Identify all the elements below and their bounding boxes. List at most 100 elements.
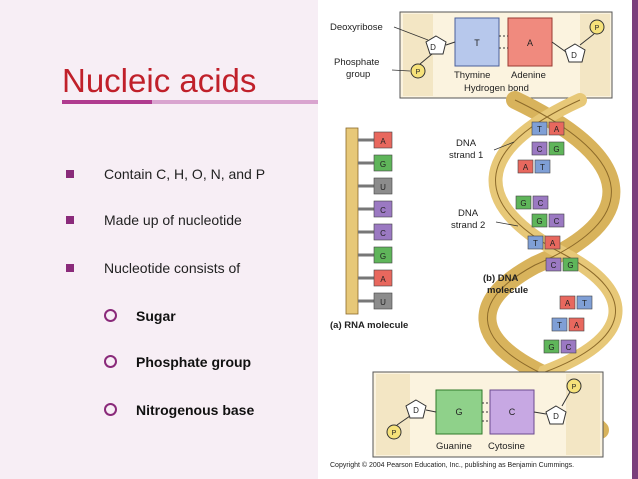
rna-base-G	[373, 154, 393, 172]
dna-base-T	[551, 317, 568, 332]
rna-base-label: C	[380, 229, 386, 238]
ring-bullet-icon	[104, 403, 117, 416]
rna-molecule-label: (a) RNA molecule	[330, 320, 408, 331]
dna-molecule-label: (b) DNA	[483, 273, 518, 284]
guanine-label: Guanine	[436, 441, 472, 452]
dna-strand-2-label: strand 2	[451, 220, 485, 231]
dna-base-label: A	[565, 299, 571, 308]
phosphate-group-label: group	[346, 69, 370, 80]
square-bullet-icon	[66, 170, 74, 178]
dna-base-C	[548, 213, 565, 228]
rna-base-C	[373, 223, 393, 241]
dna-base-T	[527, 235, 544, 250]
thymine-t-label: T	[474, 38, 480, 48]
title-underline	[62, 100, 152, 104]
dna-base-label: C	[566, 343, 572, 352]
dna-base-A	[568, 317, 585, 332]
top-inset: D D P P T A	[399, 11, 613, 99]
dna-base-label: G	[520, 199, 526, 208]
dna-base-T	[576, 295, 593, 310]
bullet-text: Contain C, H, O, N, and P	[104, 166, 266, 182]
bullet-text: Made up of nucleotide	[104, 212, 242, 228]
rna-base-label: A	[380, 275, 386, 284]
dna-base-label: C	[554, 217, 560, 226]
rna-base-A	[373, 131, 393, 149]
dna-base-label: C	[537, 145, 543, 154]
deoxyribose-d-label: D	[571, 51, 577, 60]
rna-base-A	[373, 269, 393, 287]
bottom-inset: G C P P D D Guanine Cytosine	[372, 371, 604, 458]
slide-title: Nucleic acids	[62, 62, 257, 99]
deoxyribose-label: Deoxyribose	[330, 22, 383, 33]
rna-base-U	[373, 177, 393, 195]
dna-base-A	[544, 235, 561, 250]
dna-base-G	[562, 257, 579, 272]
square-bullet-icon	[66, 216, 74, 224]
dna-base-C	[560, 339, 577, 354]
guanine-g-label: G	[455, 407, 462, 417]
dna-base-A	[517, 159, 534, 174]
dna-base-label: G	[567, 261, 573, 270]
dna-strand-2-label: DNA	[458, 208, 479, 219]
dna-base-T	[534, 159, 551, 174]
deoxyribose-d-label: D	[553, 412, 559, 421]
rna-base-G	[373, 246, 393, 264]
dna-double-helix	[478, 91, 623, 439]
phosphate-p-label: P	[416, 69, 421, 76]
dna-base-label: A	[550, 239, 556, 248]
dna-base-label: C	[538, 199, 544, 208]
title-underline-light	[152, 100, 318, 104]
dna-base-label: T	[537, 125, 542, 134]
dna-strand-1-label: strand 1	[449, 150, 483, 161]
dna-strand-1-label: DNA	[456, 138, 477, 149]
dna-base-label: A	[554, 125, 560, 134]
dna-base-label: A	[574, 321, 580, 330]
dna-base-C	[531, 141, 548, 156]
dna-base-C	[545, 257, 562, 272]
dna-base-label: A	[523, 163, 529, 172]
ring-bullet-icon	[104, 309, 117, 322]
dna-base-label: T	[557, 321, 562, 330]
rna-base-label: A	[380, 137, 386, 146]
adenine-a-label: A	[527, 38, 533, 48]
phosphate-group-label: Phosphate	[334, 57, 379, 68]
dna-base-label: C	[551, 261, 557, 270]
cytosine-label: Cytosine	[488, 441, 525, 452]
dna-base-label: G	[553, 145, 559, 154]
rna-base-label: U	[380, 183, 386, 192]
dna-base-G	[548, 141, 565, 156]
bullet-text: Nucleotide consists of	[104, 260, 241, 276]
dna-base-label: G	[548, 343, 554, 352]
thymine-label: Thymine	[454, 70, 490, 81]
dna-base-A	[559, 295, 576, 310]
sub-bullet-text: Nitrogenous base	[136, 402, 255, 418]
square-bullet-icon	[66, 264, 74, 272]
sub-bullet-text: Phosphate group	[136, 354, 252, 370]
dna-base-A	[548, 121, 565, 136]
dna-base-label: T	[582, 299, 587, 308]
rna-base-U	[373, 292, 393, 310]
phosphate-p-label: P	[392, 430, 397, 437]
deoxyribose-d-label: D	[413, 406, 419, 415]
dna-base-G	[515, 195, 532, 210]
dna-base-label: T	[540, 163, 545, 172]
rna-base-label: G	[380, 160, 386, 169]
deoxyribose-d-label: D	[430, 43, 436, 52]
hydrogen-bond-label: Hydrogen bond	[464, 83, 529, 94]
rna-base-C	[373, 200, 393, 218]
dna-molecule-label: molecule	[487, 285, 528, 296]
dna-base-G	[543, 339, 560, 354]
cytosine-c-label: C	[509, 407, 516, 417]
phosphate-p-label: P	[595, 25, 600, 32]
sub-bullet-text: Sugar	[136, 308, 176, 324]
ring-bullet-icon	[104, 355, 117, 368]
phosphate-p-label: P	[572, 384, 577, 391]
dna-base-G	[531, 213, 548, 228]
dna-base-C	[532, 195, 549, 210]
rna-base-label: G	[380, 252, 386, 261]
rna-base-label: C	[380, 206, 386, 215]
dna-base-label: G	[536, 217, 542, 226]
